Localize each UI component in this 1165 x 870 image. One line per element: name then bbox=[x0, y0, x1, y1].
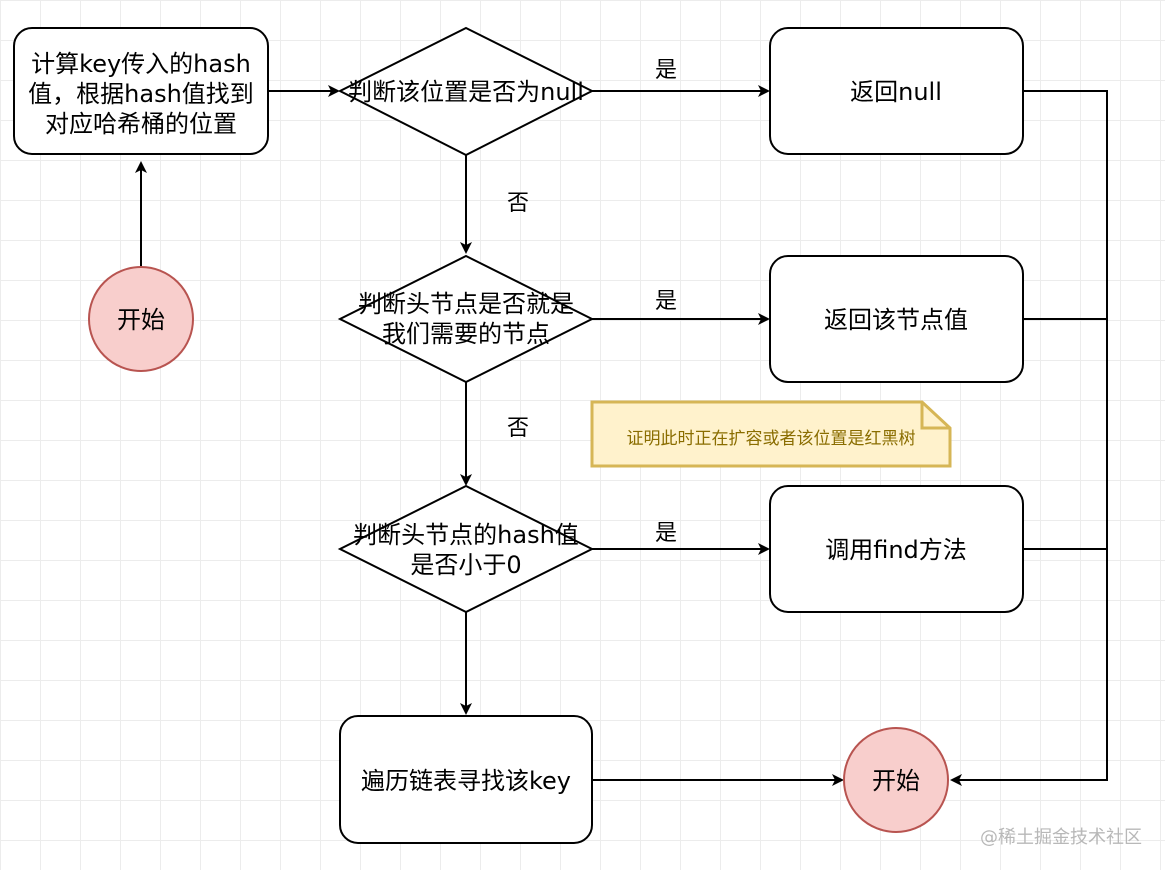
decision-hash-line1: 判断头节点的hash值 bbox=[353, 521, 579, 549]
note-callout: 证明此时正在扩容或者该位置是红黑树 bbox=[590, 400, 952, 468]
edge-label-no-null: 否 bbox=[507, 191, 529, 216]
edges bbox=[135, 85, 1108, 786]
traverse-label: 遍历链表寻找该key bbox=[361, 767, 571, 795]
decision-head-line1: 判断头节点是否就是 bbox=[358, 290, 574, 318]
edge-return-null-to-end bbox=[950, 90, 1108, 786]
start-node[interactable]: 开始 bbox=[88, 266, 194, 372]
decision-null-node[interactable]: 判断该位置是否为null bbox=[337, 26, 595, 157]
return-null-label: 返回null bbox=[850, 78, 942, 106]
compute-node-line1: 计算key传入的hash bbox=[31, 50, 251, 78]
watermark: @稀土掘金技术社区 bbox=[980, 827, 1142, 848]
decision-hash-node[interactable]: 判断头节点的hash值 是否小于0 bbox=[337, 484, 595, 614]
edge-label-no-head: 否 bbox=[507, 416, 529, 441]
edge-label-yes-hash: 是 bbox=[655, 521, 677, 546]
traverse-node[interactable]: 遍历链表寻找该key bbox=[339, 715, 593, 844]
return-node-label: 返回该节点值 bbox=[824, 306, 968, 334]
compute-node[interactable]: 计算key传入的hash 值，根据hash值找到 对应哈希桶的位置 bbox=[13, 27, 269, 155]
compute-node-line2: 值，根据hash值找到 bbox=[28, 80, 254, 108]
end-node-label: 开始 bbox=[872, 767, 920, 795]
edge-label-yes-head: 是 bbox=[655, 289, 677, 314]
edge-label-yes-null: 是 bbox=[655, 58, 677, 83]
return-null-node[interactable]: 返回null bbox=[769, 27, 1024, 155]
decision-head-node[interactable]: 判断头节点是否就是 我们需要的节点 bbox=[337, 254, 595, 384]
decision-head-line2: 我们需要的节点 bbox=[382, 320, 550, 348]
start-node-label: 开始 bbox=[117, 306, 165, 334]
return-node-node[interactable]: 返回该节点值 bbox=[769, 255, 1024, 383]
decision-null-label: 判断该位置是否为null bbox=[348, 78, 584, 106]
end-node[interactable]: 开始 bbox=[843, 727, 949, 833]
compute-node-line3: 对应哈希桶的位置 bbox=[45, 110, 237, 138]
note-text: 证明此时正在扩容或者该位置是红黑树 bbox=[627, 429, 916, 449]
decision-hash-line2: 是否小于0 bbox=[410, 551, 521, 579]
call-find-node[interactable]: 调用find方法 bbox=[769, 485, 1024, 613]
call-find-label: 调用find方法 bbox=[825, 536, 967, 564]
